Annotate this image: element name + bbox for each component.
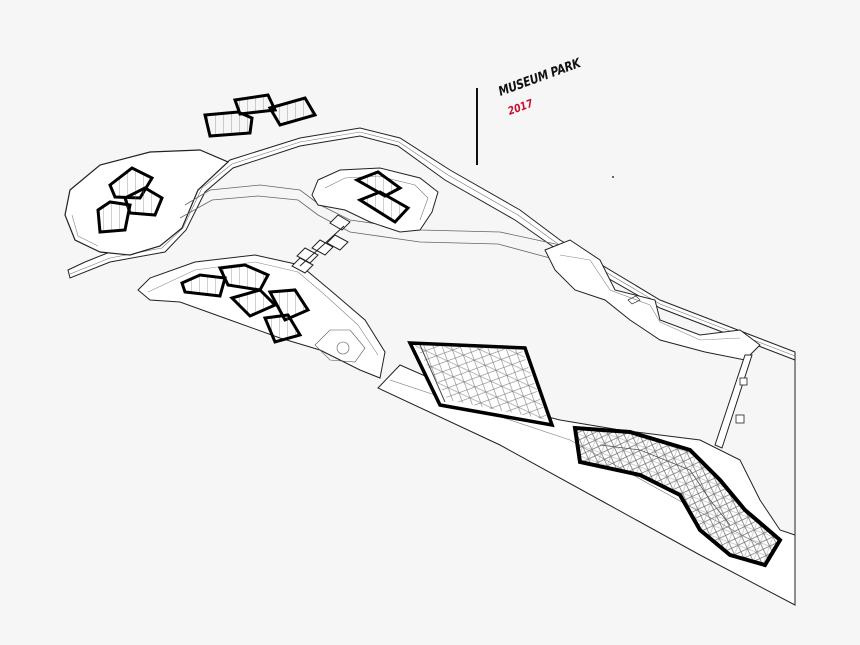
curved-arcade-building bbox=[572, 425, 783, 568]
outer-promenade bbox=[64, 127, 796, 361]
glass-gallery-building bbox=[407, 341, 555, 428]
west-pavilion-cluster bbox=[96, 166, 164, 234]
north-pavilion-cluster bbox=[203, 93, 318, 138]
east-promontory bbox=[544, 239, 761, 361]
stepping-stone-bridge bbox=[291, 214, 351, 274]
south-pavilion-cluster bbox=[180, 263, 311, 344]
island-pavilion-cluster bbox=[353, 170, 411, 224]
east-footbridge bbox=[714, 354, 753, 449]
